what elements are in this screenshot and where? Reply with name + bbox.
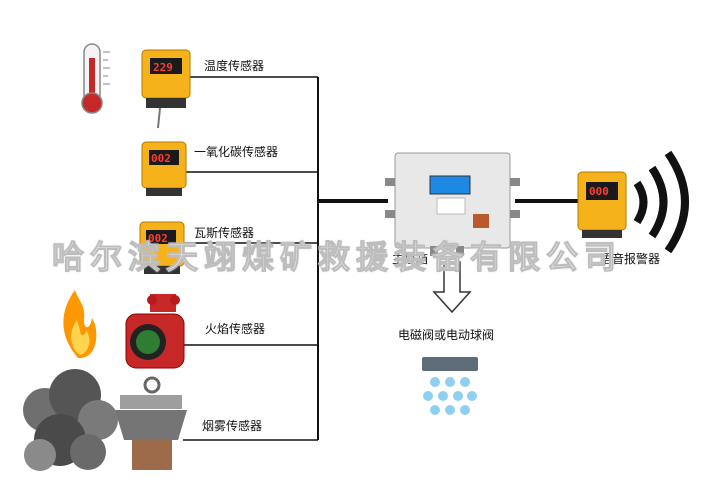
gas-sensor-device: 002: [139, 221, 185, 274]
label-valve: 电磁阀或电动球阀: [398, 328, 495, 342]
label-alarm: 语音报警器: [600, 252, 661, 266]
valve-icon: [422, 357, 478, 415]
sound-wave-icon: [633, 150, 689, 254]
flame-icon: [63, 290, 97, 359]
arrow-down-icon: [432, 261, 472, 314]
smoke-sensor-device: [115, 376, 187, 470]
label-controller: 主控箱: [392, 252, 429, 266]
smoke-icon: [23, 369, 118, 471]
controller-device: [385, 152, 520, 256]
flame-sensor-device: [125, 294, 185, 369]
label-co-sensor: 一氧化碳传感器: [194, 145, 279, 159]
watermark: 哈尔滨天翊煤矿救援装备有限公司: [52, 238, 623, 277]
thermometer-icon: [81, 43, 110, 114]
temperature-sensor-device: 229: [141, 49, 191, 129]
label-flame-sensor: 火焰传感器: [205, 322, 266, 336]
label-gas-sensor: 瓦斯传感器: [194, 226, 255, 240]
alarm-display: 000: [589, 185, 609, 198]
label-temperature-sensor: 温度传感器: [204, 59, 265, 73]
co-sensor-device: 002: [141, 141, 187, 196]
gas-display: 002: [148, 232, 168, 245]
alarm-device: 000: [577, 171, 627, 238]
co-display: 002: [151, 152, 171, 165]
label-smoke-sensor: 烟雾传感器: [202, 419, 263, 433]
temp-display: 229: [153, 61, 173, 74]
